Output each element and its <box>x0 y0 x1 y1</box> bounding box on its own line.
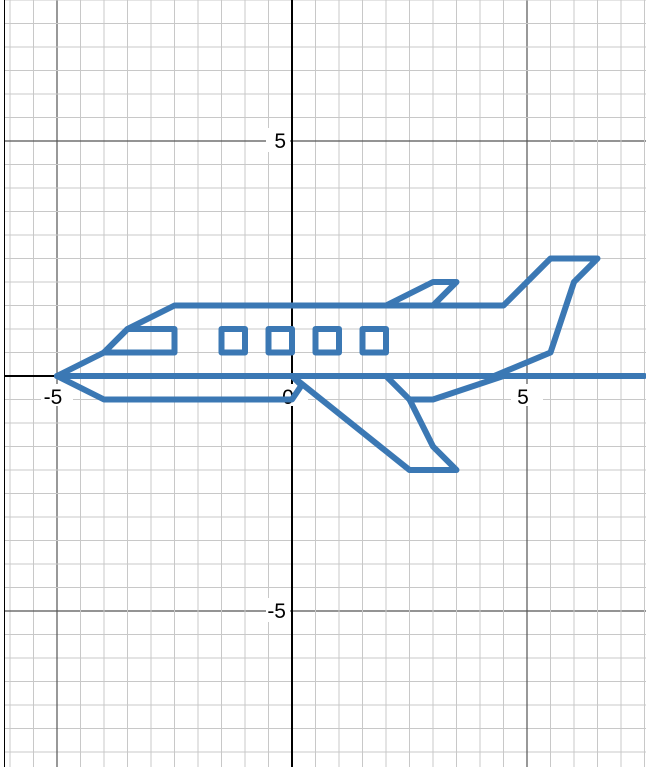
airplane-body-top <box>57 259 598 377</box>
axes <box>5 0 646 767</box>
airplane-fuselage <box>57 376 301 400</box>
y-tick-label: 5 <box>274 130 286 153</box>
airplane-window-4 <box>363 329 387 353</box>
airplane-window-1 <box>222 329 246 353</box>
x-tick-label: 5 <box>517 386 529 409</box>
y-tick-label: -5 <box>267 600 286 623</box>
minor-grid <box>5 0 646 767</box>
airplane-outline <box>57 259 645 471</box>
airplane-nose-window <box>104 329 175 353</box>
x-tick-label: -5 <box>44 386 63 409</box>
airplane-window-2 <box>269 329 293 353</box>
airplane-window-3 <box>316 329 340 353</box>
airplane-tail-fin <box>386 282 457 306</box>
